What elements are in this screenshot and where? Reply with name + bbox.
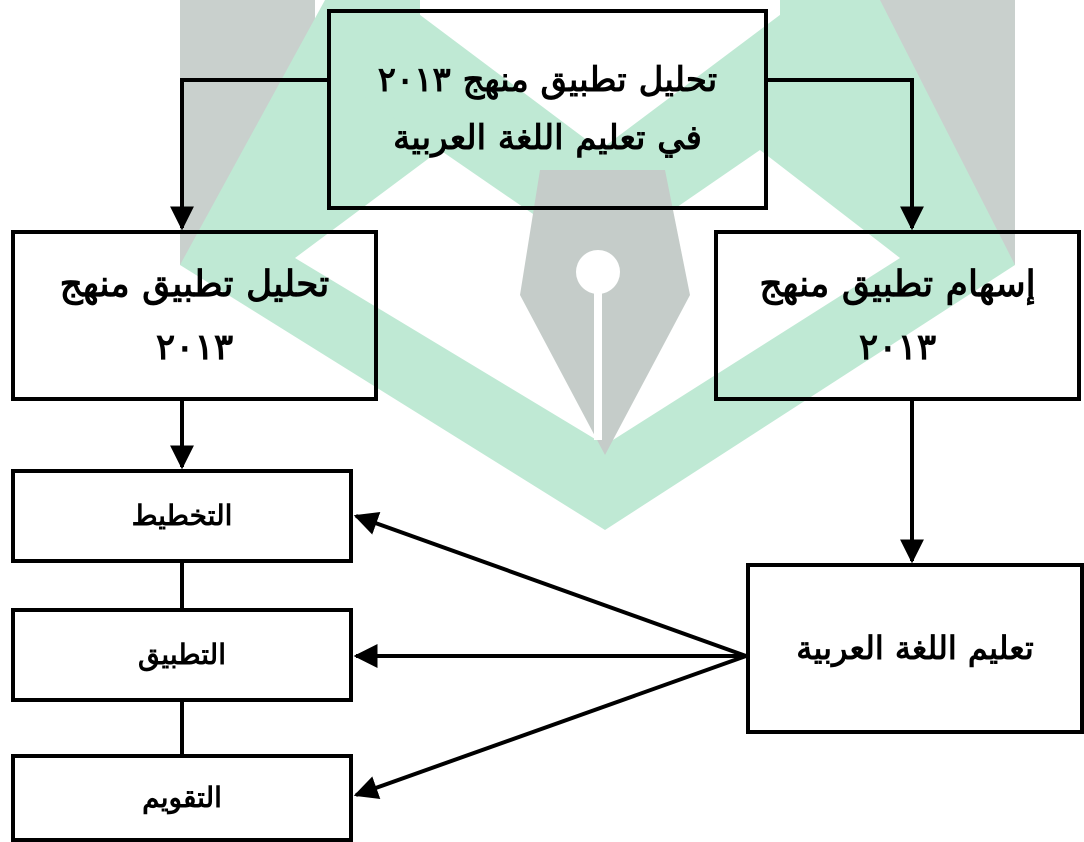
arrow-main-to-left [170, 78, 327, 231]
watermark-pen-nib [520, 170, 690, 455]
planning-box: التخطيط [11, 469, 353, 563]
watermark-pen-slit [594, 280, 602, 440]
main-topic-box: تحليل تطبيق منهج ٢٠١٣ في تعليم اللغة الع… [327, 9, 768, 210]
main-topic-line1: تحليل تطبيق منهج ٢٠١٣ [377, 59, 718, 100]
arrow-main-to-right [768, 78, 924, 231]
arrow-teaching-to-planning [353, 512, 747, 658]
watermark-pen-hole [576, 250, 620, 294]
watermark-green-right-arm [600, 15, 860, 150]
analysis-line2: ٢٠١٣ [155, 325, 234, 368]
arabic-teaching-box: تعليم اللغة العربية [746, 563, 1084, 734]
evaluation-label: التقويم [142, 781, 222, 815]
arabic-teaching-label: تعليم اللغة العربية [796, 628, 1034, 667]
implementation-label: التطبيق [138, 638, 226, 672]
contribution-line2: ٢٠١٣ [858, 325, 937, 368]
contribution-box: إسهام تطبيق منهج ٢٠١٣ [714, 230, 1081, 401]
watermark-green-left-arm [340, 15, 600, 150]
contribution-line1: إسهام تطبيق منهج [759, 262, 1036, 305]
analysis-line1: تحليل تطبيق منهج [59, 262, 330, 305]
planning-label: التخطيط [131, 499, 233, 533]
evaluation-box: التقويم [11, 754, 353, 842]
implementation-box: التطبيق [11, 608, 353, 702]
main-topic-line2: في تعليم اللغة العربية [393, 117, 702, 158]
arrow-teaching-to-evaluation [353, 654, 747, 800]
analysis-box: تحليل تطبيق منهج ٢٠١٣ [11, 230, 378, 401]
